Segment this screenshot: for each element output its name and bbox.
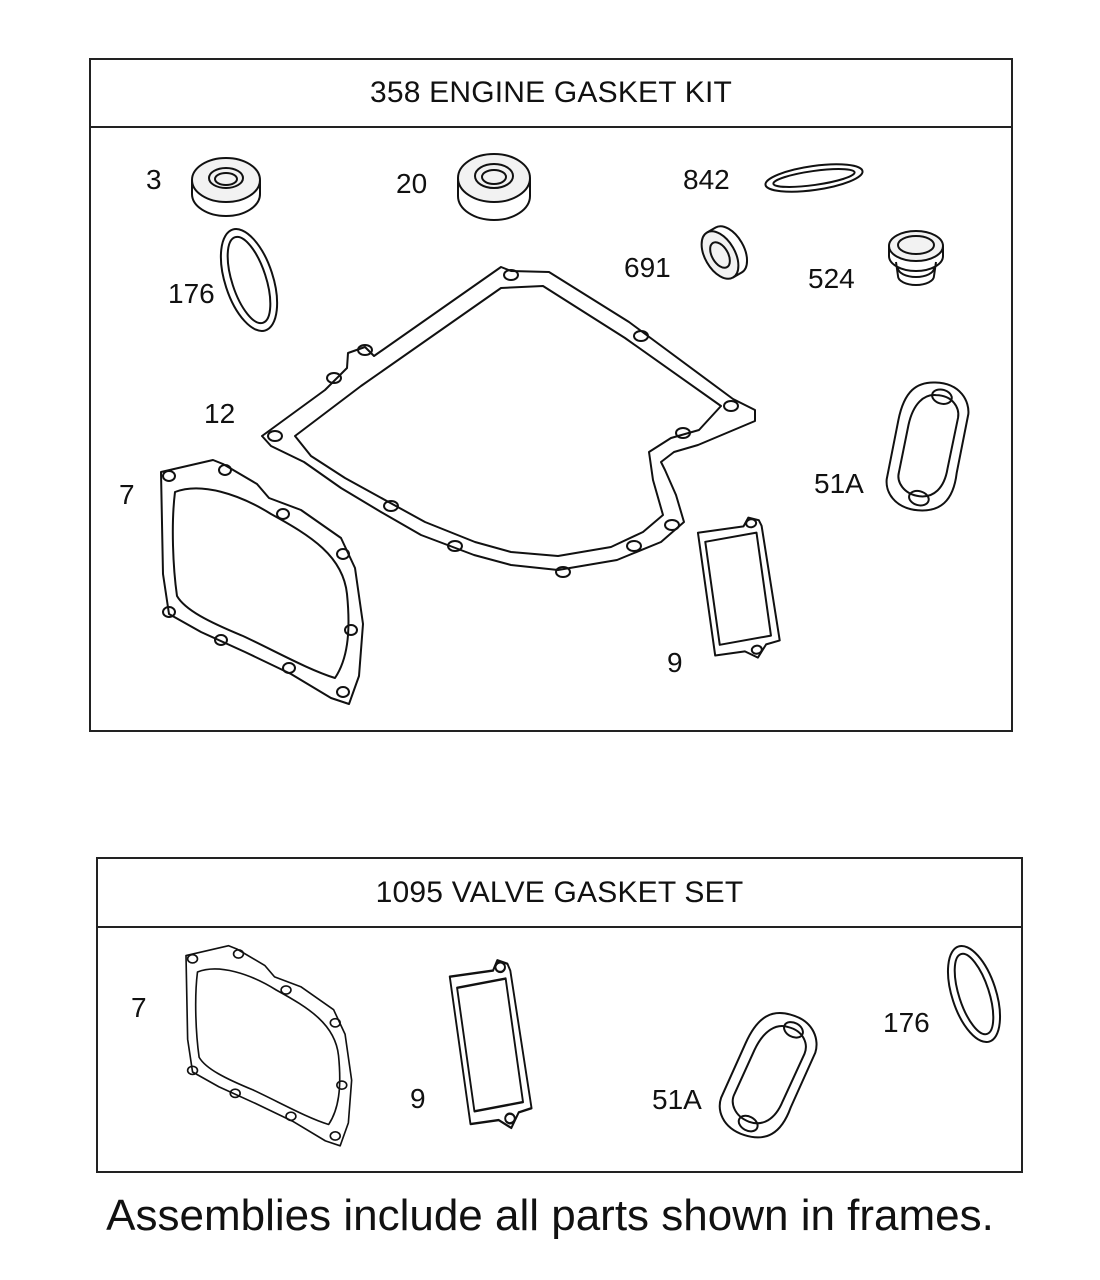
part-9-gasket xyxy=(448,959,533,1130)
part-51a-gasket xyxy=(718,1012,818,1139)
valve-set-parts-illustration xyxy=(185,944,1002,1147)
part-51a-gasket xyxy=(885,381,970,512)
part-524-plug xyxy=(888,230,944,286)
engine-gasket-kit-title: 358 ENGINE GASKET KIT xyxy=(91,60,1011,128)
callout-691: 691 xyxy=(624,252,671,283)
callout-12: 12 xyxy=(204,398,236,429)
valve-gasket-set-title: 1095 VALVE GASKET SET xyxy=(98,859,1021,928)
callout-176: 176 xyxy=(883,1007,930,1038)
callout-524: 524 xyxy=(808,263,855,294)
part-691-seal xyxy=(700,225,749,280)
callout-7: 7 xyxy=(119,479,135,510)
callout-3: 3 xyxy=(146,164,162,195)
engine-gasket-kit-frame: 358 ENGINE GASKET KIT xyxy=(89,58,1013,732)
part-7-head-gasket xyxy=(185,944,353,1147)
part-7-head-gasket xyxy=(160,459,364,705)
part-176-gasket xyxy=(946,944,1002,1044)
part-842-gasket xyxy=(764,163,864,193)
callout-842: 842 xyxy=(683,164,730,195)
valve-gasket-set-frame: 1095 VALVE GASKET SET xyxy=(96,857,1023,1173)
part-176-gasket xyxy=(219,228,279,332)
engine-kit-parts-illustration xyxy=(160,153,970,705)
callout-176: 176 xyxy=(168,278,215,309)
part-3-oil-seal xyxy=(191,157,261,217)
callout-7: 7 xyxy=(131,992,147,1023)
part-20-oil-seal xyxy=(457,153,531,221)
assemblies-note: Assemblies include all parts shown in fr… xyxy=(106,1191,994,1240)
callout-9: 9 xyxy=(667,647,683,678)
part-12-crankcase-gasket xyxy=(261,266,756,578)
part-9-gasket xyxy=(696,516,781,659)
callout-20: 20 xyxy=(396,168,428,199)
callout-51a: 51A xyxy=(652,1084,702,1115)
callout-9: 9 xyxy=(410,1083,426,1114)
callout-51a: 51A xyxy=(814,468,864,499)
